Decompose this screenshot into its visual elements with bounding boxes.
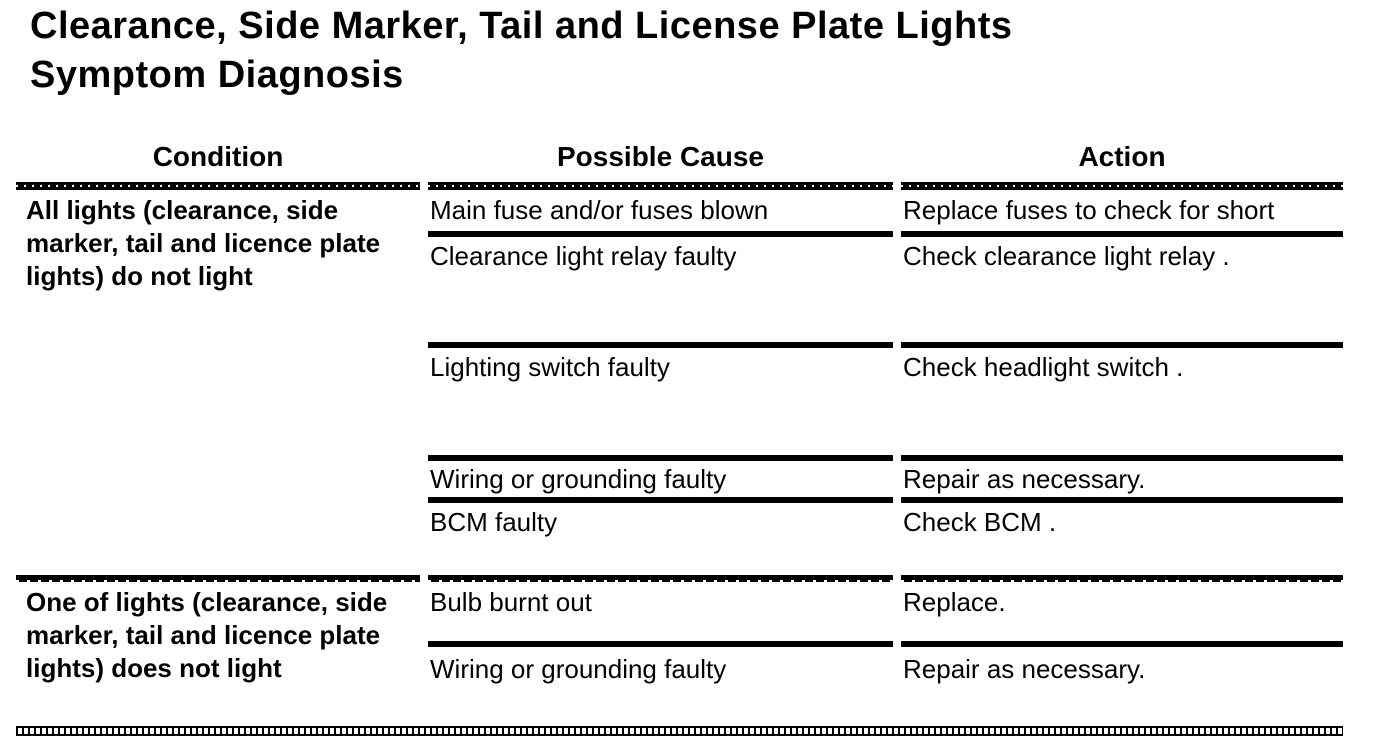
row-rule <box>428 455 893 461</box>
action-cell: Replace. <box>903 587 1006 617</box>
action-cell: Replace fuses to check for short <box>903 195 1275 225</box>
cause-cell: BCM faulty <box>430 507 558 537</box>
header-rule-action <box>901 182 1343 190</box>
cause-cell: Wiring or grounding faulty <box>430 654 727 684</box>
section-rule-condition <box>16 575 420 582</box>
action-cell: Repair as necessary. <box>903 654 1146 684</box>
row-rule <box>428 231 893 237</box>
cause-cell: Main fuse and/or fuses blown <box>430 195 769 225</box>
table-bottom-rule <box>16 726 1343 736</box>
action-cell: Check headlight switch . <box>903 352 1184 382</box>
row-rule <box>901 342 1343 348</box>
cause-cell: Wiring or grounding faulty <box>430 464 727 494</box>
row-rule <box>428 497 893 503</box>
condition-cell: All lights (clearance, side marker, tail… <box>26 195 381 291</box>
condition-cell: One of lights (clearance, side marker, t… <box>26 587 388 683</box>
page-title-line1: Clearance, Side Marker, Tail and License… <box>30 5 1013 47</box>
page-title: Clearance, Side Marker, Tail and License… <box>30 2 1013 100</box>
section-rule-action <box>901 575 1343 582</box>
header-rule-possible-cause <box>428 182 893 190</box>
column-header-action: Action <box>1078 141 1166 172</box>
row-rule <box>428 342 893 348</box>
action-cell: Check clearance light relay . <box>903 241 1230 271</box>
column-header-possible-cause: Possible Cause <box>557 141 764 172</box>
action-cell: Repair as necessary. <box>903 464 1146 494</box>
cause-cell: Lighting switch faulty <box>430 352 670 382</box>
action-cell: Check BCM . <box>903 507 1057 537</box>
row-rule <box>901 231 1343 237</box>
cause-cell: Clearance light relay faulty <box>430 241 737 271</box>
row-rule <box>901 455 1343 461</box>
page-title-line2: Symptom Diagnosis <box>30 54 404 96</box>
section-rule-possible-cause <box>428 575 893 582</box>
header-rule-condition <box>16 182 420 190</box>
column-header-condition: Condition <box>152 141 284 172</box>
cause-cell: Bulb burnt out <box>430 587 592 617</box>
row-rule <box>901 497 1343 503</box>
row-rule <box>901 641 1343 647</box>
row-rule <box>428 641 893 647</box>
